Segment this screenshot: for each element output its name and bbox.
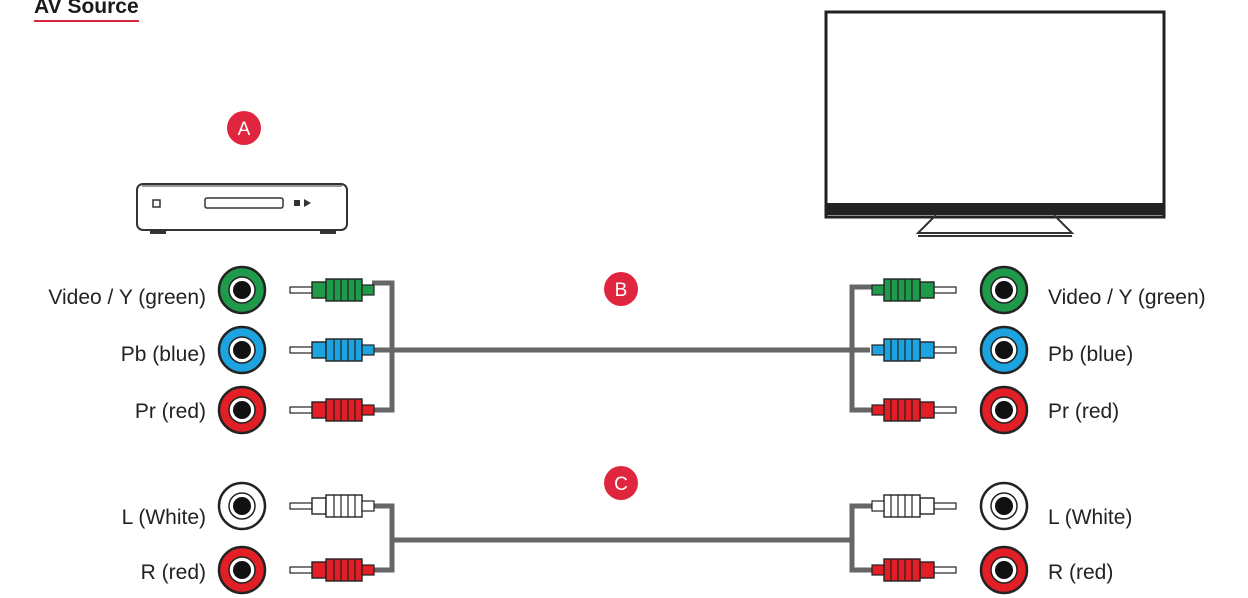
left-jack-pb [217, 325, 267, 375]
left-jack-l-white [217, 481, 267, 531]
plugs-group [289, 278, 957, 582]
left-plug-video [289, 278, 375, 302]
page-title: AV Source [34, 0, 139, 22]
left-plug-r-red [289, 558, 375, 582]
left-label-pr: Pr (red) [135, 400, 206, 423]
left-jack-video [217, 265, 267, 315]
left-jack-pr [217, 385, 267, 435]
right-plug-video [871, 278, 957, 302]
left-label-r-red: R (red) [141, 561, 206, 584]
left-label-video: Video / Y (green) [48, 286, 206, 309]
jacks-group [217, 265, 1029, 595]
left-plug-pb [289, 338, 375, 362]
right-jack-r-red [979, 545, 1029, 595]
component-cable-b [372, 280, 872, 413]
right-label-pr: Pr (red) [1048, 400, 1119, 423]
right-jack-video [979, 265, 1029, 315]
right-plug-pr [871, 398, 957, 422]
tv-icon [824, 10, 1166, 237]
right-plug-pb [871, 338, 957, 362]
svg-text:B: B [615, 280, 628, 301]
right-jack-pb [979, 325, 1029, 375]
left-plug-l-white [289, 494, 375, 518]
svg-text:C: C [614, 474, 628, 495]
right-label-pb: Pb (blue) [1048, 343, 1133, 366]
right-jack-pr [979, 385, 1029, 435]
badge-c: C [604, 466, 638, 500]
right-label-l-white: L (White) [1048, 506, 1132, 529]
svg-text:A: A [238, 119, 251, 140]
left-jack-r-red [217, 545, 267, 595]
badge-b: B [604, 272, 638, 306]
left-plug-pr [289, 398, 375, 422]
badge-a: A [227, 111, 261, 145]
right-plug-l-white [871, 494, 957, 518]
right-plug-r-red [871, 558, 957, 582]
right-label-r-red: R (red) [1048, 561, 1113, 584]
left-label-pb: Pb (blue) [121, 343, 206, 366]
av-source-device-icon [136, 183, 348, 234]
audio-cable-c [372, 503, 872, 573]
right-label-video: Video / Y (green) [1048, 286, 1206, 309]
right-jack-l-white [979, 481, 1029, 531]
left-label-l-white: L (White) [122, 506, 206, 529]
